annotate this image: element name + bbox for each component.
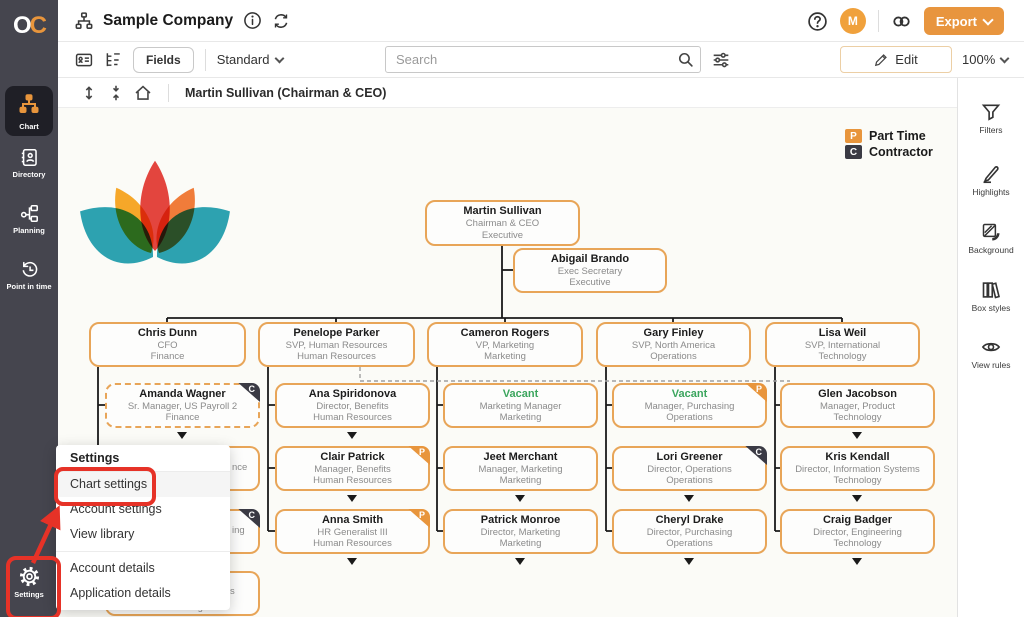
box-styles-icon (982, 282, 1000, 299)
panel-item-view-rules[interactable]: View rules (958, 337, 1024, 370)
page-title: Sample Company (103, 11, 234, 29)
divider (877, 10, 879, 32)
settings-menu: Settings Chart settings Account settings… (56, 445, 230, 610)
legend-part-time: P Part Time (845, 128, 933, 144)
view-selector[interactable]: Standard (217, 52, 285, 67)
org-chart-node[interactable]: P Anna Smith HR Generalist III Human Res… (275, 509, 430, 554)
panel-item-background[interactable]: Background (958, 222, 1024, 255)
home-icon[interactable] (134, 84, 152, 102)
menu-item-account-details[interactable]: Account details (70, 561, 155, 575)
breadcrumb-text: Martin Sullivan (Chairman & CEO) (185, 85, 387, 100)
org-chart-node[interactable]: P Clair Patrick Manager, Benefits Human … (275, 446, 430, 491)
panel-item-box-styles[interactable]: Box styles (958, 280, 1024, 313)
org-chart-node[interactable]: Craig Badger Director, Engineering Techn… (780, 509, 935, 554)
org-chart-node[interactable]: Vacant Marketing Manager Marketing (443, 383, 598, 428)
highlighter-icon (983, 166, 999, 184)
sidebar-item-directory[interactable]: Directory (0, 148, 58, 179)
background-icon (982, 223, 1000, 241)
view-rules-icon (981, 342, 1001, 352)
org-chart-node[interactable]: P Vacant Manager, Purchasing Operations (612, 383, 767, 428)
top-header: Sample Company M (58, 0, 1024, 42)
toolbar: Fields Standard Edit (58, 42, 1024, 78)
fields-button[interactable]: Fields (133, 46, 194, 73)
info-icon[interactable] (243, 11, 262, 30)
search-icon[interactable] (677, 51, 694, 68)
org-chart-node[interactable]: Glen Jacobson Manager, Product Technolog… (780, 383, 935, 428)
org-chart-node[interactable]: C Amanda Wagner Sr. Manager, US Payroll … (105, 383, 260, 428)
org-chart-node[interactable]: Cheryl Drake Director, Purchasing Operat… (612, 509, 767, 554)
org-chart-node[interactable]: Chris Dunn CFO Finance (89, 322, 246, 367)
settings-menu-header: Settings (56, 445, 230, 472)
search-field-wrap (385, 46, 701, 73)
occluded-text-fragment: ing (232, 525, 245, 536)
breadcrumb: Martin Sullivan (Chairman & CEO) (58, 78, 957, 108)
occluded-text-fragment: nce (232, 462, 248, 473)
org-chart-node[interactable]: C Lori Greener Director, Operations Oper… (612, 446, 767, 491)
org-chart-canvas[interactable]: P Part Time C Contractor Martin Sullivan… (58, 108, 957, 617)
left-sidebar: OC Chart Directory (0, 0, 58, 617)
legend-contractor: C Contractor (845, 144, 933, 160)
search-input[interactable] (385, 46, 701, 73)
edit-button[interactable]: Edit (840, 46, 952, 73)
org-chart-node[interactable]: Kris Kendall Director, Information Syste… (780, 446, 935, 491)
filters-icon (981, 104, 1001, 121)
avatar[interactable]: M (839, 8, 866, 34)
company-logo-lotus (80, 160, 230, 264)
filter-sliders-icon[interactable] (712, 51, 730, 69)
point-in-time-icon (22, 261, 37, 277)
divider (204, 48, 206, 71)
chart-icon (19, 94, 39, 114)
panel-item-filters[interactable]: Filters (958, 102, 1024, 135)
canvas-area: Martin Sullivan (Chairman & CEO) (58, 78, 957, 617)
menu-item-application-details[interactable]: Application details (70, 586, 171, 600)
occluded-text-fragment: s (230, 586, 235, 597)
legend: P Part Time C Contractor (845, 128, 933, 160)
directory-icon (21, 149, 37, 166)
collapse-levels-icon[interactable] (107, 84, 125, 102)
zoom-selector[interactable]: 100% (962, 52, 1010, 67)
contractor-chip: C (845, 145, 862, 159)
chevron-down-icon (999, 53, 1010, 63)
org-chart-node[interactable]: Gary Finley SVP, North America Operation… (596, 322, 751, 367)
card-view-icon[interactable] (75, 51, 93, 69)
app-logo: OC (12, 12, 47, 39)
hierarchy-icon (75, 11, 93, 29)
tree-view-icon[interactable] (104, 51, 122, 69)
menu-item-account-settings[interactable]: Account settings (70, 502, 162, 516)
sidebar-item-chart[interactable]: Chart (5, 86, 53, 136)
org-chart-node[interactable]: Penelope Parker SVP, Human Resources Hum… (258, 322, 415, 367)
right-panel: Filters Highlights Background (957, 78, 1024, 617)
org-connectors (97, 246, 862, 595)
chevron-down-icon (982, 13, 994, 26)
content-row: Martin Sullivan (Chairman & CEO) (58, 78, 1024, 617)
refresh-icon[interactable] (272, 12, 290, 30)
expand-levels-icon[interactable] (80, 84, 98, 102)
pencil-icon (875, 53, 888, 66)
org-chart-node[interactable]: Patrick Monroe Director, Marketing Marke… (443, 509, 598, 554)
org-chart-node[interactable]: Ana Spiridonova Director, Benefits Human… (275, 383, 430, 428)
org-chart-node[interactable]: Martin Sullivan Chairman & CEO Executive (425, 200, 580, 246)
menu-item-view-library[interactable]: View library (70, 527, 135, 541)
part-time-chip: P (845, 129, 862, 143)
help-icon[interactable] (807, 11, 828, 32)
header-actions: M Export (807, 0, 1004, 42)
chevron-down-icon (275, 53, 285, 63)
org-chart-node[interactable]: Lisa Weil SVP, International Technology (765, 322, 920, 367)
panel-item-highlights[interactable]: Highlights (958, 164, 1024, 197)
org-chart-node[interactable]: Abigail Brando Exec Secretary Executive (513, 248, 667, 293)
org-chart-node[interactable]: Cameron Rogers VP, Marketing Marketing (427, 322, 583, 367)
planning-icon (20, 205, 38, 222)
menu-item-chart-settings[interactable]: Chart settings (56, 472, 230, 497)
link-icon[interactable] (891, 11, 912, 32)
main-area: Sample Company M (58, 0, 1024, 617)
divider (168, 83, 169, 102)
sidebar-item-settings[interactable]: Settings (0, 566, 58, 599)
sidebar-item-point-in-time[interactable]: Point in time (0, 260, 58, 291)
org-chart-node[interactable]: Jeet Merchant Manager, Marketing Marketi… (443, 446, 598, 491)
sidebar-item-planning[interactable]: Planning (0, 204, 58, 235)
export-button[interactable]: Export (923, 7, 1004, 35)
gear-icon (19, 566, 39, 587)
menu-divider (56, 551, 230, 552)
